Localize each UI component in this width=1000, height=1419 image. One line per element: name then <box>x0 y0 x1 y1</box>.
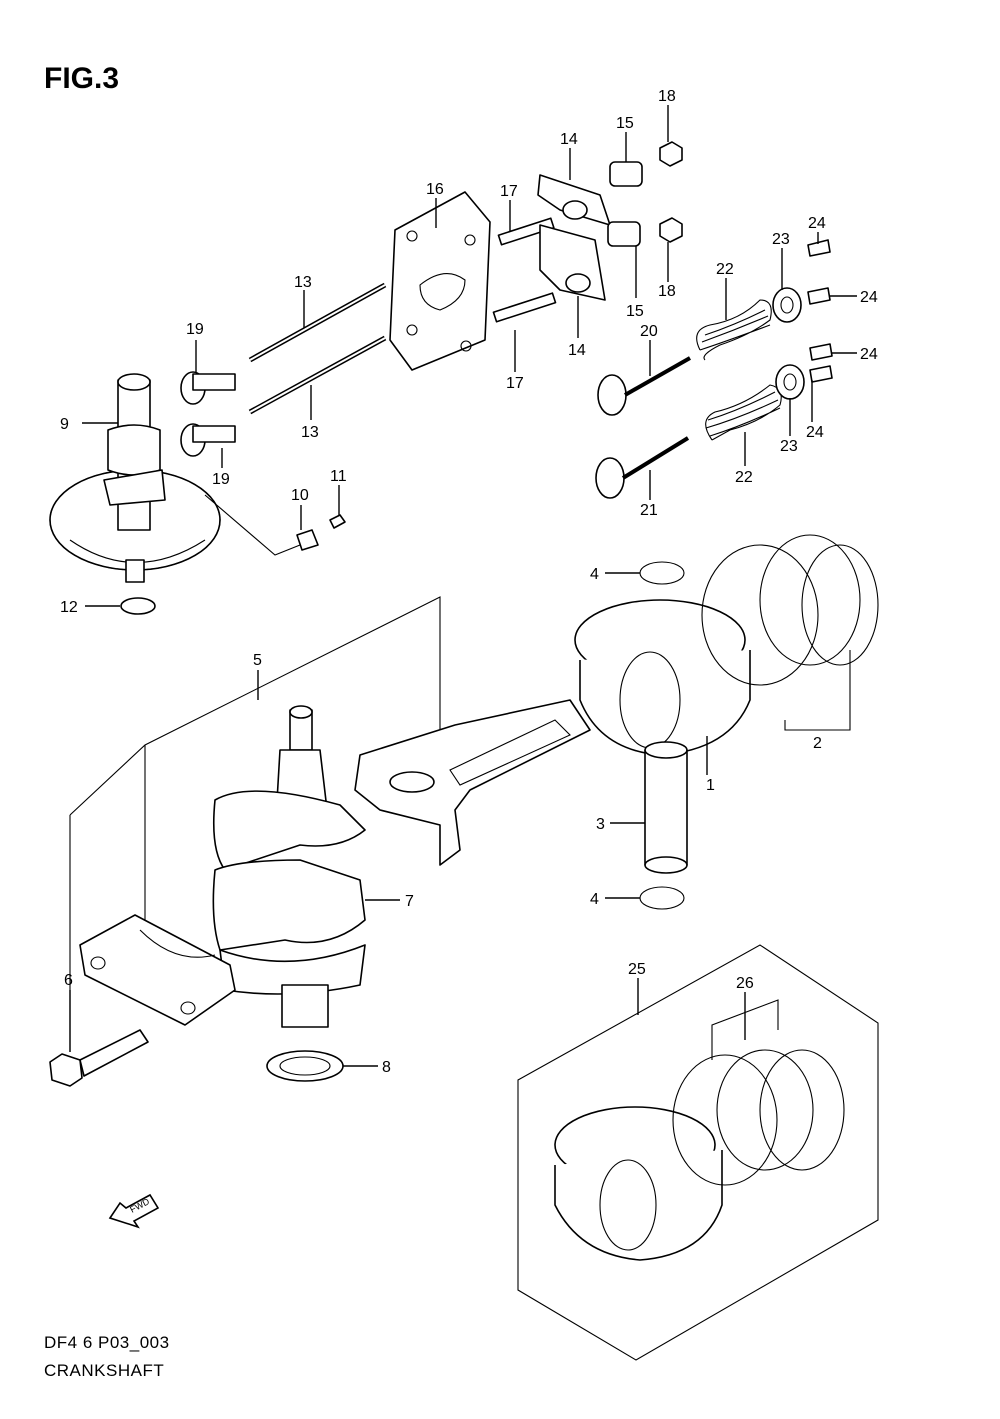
push-rods <box>248 282 387 415</box>
connecting-rod-cap <box>79 914 236 1026</box>
piston <box>574 599 751 756</box>
crankshaft-washer <box>266 1050 344 1082</box>
callout-5: 5 <box>253 652 262 669</box>
callout-13-lower: 13 <box>301 424 319 441</box>
callout-18-upper: 18 <box>658 88 676 105</box>
callout-24-d: 24 <box>806 424 824 441</box>
connecting-rod-bolt <box>49 1029 149 1087</box>
piston-pin <box>644 741 688 874</box>
callout-24-c: 24 <box>860 346 878 363</box>
callout-3: 3 <box>596 816 605 833</box>
callout-20: 20 <box>640 323 658 340</box>
camshaft <box>49 373 221 583</box>
callout-8: 8 <box>382 1059 391 1076</box>
callout-23-upper: 23 <box>772 231 790 248</box>
callout-2: 2 <box>813 735 822 752</box>
rocker-pivots <box>607 141 683 247</box>
callout-14-upper: 14 <box>560 131 578 148</box>
crankshaft <box>212 705 366 1028</box>
callout-24-a: 24 <box>808 215 826 232</box>
callout-18-lower: 18 <box>658 283 676 300</box>
callout-22-lower: 22 <box>735 469 753 486</box>
callout-6: 6 <box>64 972 73 989</box>
callout-19-lower: 19 <box>212 471 230 488</box>
drawing-name: CRANKSHAFT <box>44 1361 165 1380</box>
callout-12: 12 <box>60 599 78 616</box>
figure-title: FIG.3 <box>44 62 120 95</box>
piston-pin-clip-lower <box>639 886 685 910</box>
callout-19-upper: 19 <box>186 321 204 338</box>
oversize-piston-set <box>554 1049 845 1261</box>
bracket-bolt <box>329 514 346 529</box>
forward-direction-arrow: FWD <box>108 1193 160 1229</box>
callout-25: 25 <box>628 961 646 978</box>
piston-rings <box>701 534 879 686</box>
callout-22-upper: 22 <box>716 261 734 278</box>
callout-9: 9 <box>60 416 69 433</box>
callout-4-lower: 4 <box>590 891 599 908</box>
callout-14-lower: 14 <box>568 342 586 359</box>
callout-4-upper: 4 <box>590 566 599 583</box>
pushrod-guide-bracket <box>296 529 319 551</box>
callout-17-lower: 17 <box>506 375 524 392</box>
rocker-plate <box>389 191 491 371</box>
callout-1: 1 <box>706 777 715 794</box>
leader-lines <box>69 105 857 1067</box>
callout-21: 21 <box>640 502 658 519</box>
callout-15-lower: 15 <box>626 303 644 320</box>
valve-springs <box>696 299 782 441</box>
callout-15-upper: 15 <box>616 115 634 132</box>
drawing-code: DF4 6 P03_003 <box>44 1333 170 1352</box>
callout-7: 7 <box>405 893 414 910</box>
valves <box>595 356 691 499</box>
thrust-washer <box>120 597 156 615</box>
callout-labels: 1 2 3 4 4 5 6 7 8 9 10 11 12 13 13 14 14… <box>60 88 878 1076</box>
callout-10: 10 <box>291 487 309 504</box>
spring-retainers <box>772 239 833 400</box>
valve-lifters <box>180 371 236 457</box>
callout-16: 16 <box>426 181 444 198</box>
callout-26: 26 <box>736 975 754 992</box>
callout-23-lower: 23 <box>780 438 798 455</box>
callout-13-upper: 13 <box>294 274 312 291</box>
rocker-arms <box>537 174 611 301</box>
callout-17-upper: 17 <box>500 183 518 200</box>
callout-11: 11 <box>330 468 347 485</box>
piston-pin-clip-upper <box>639 561 685 585</box>
connecting-rod <box>354 699 591 866</box>
callout-24-b: 24 <box>860 289 878 306</box>
